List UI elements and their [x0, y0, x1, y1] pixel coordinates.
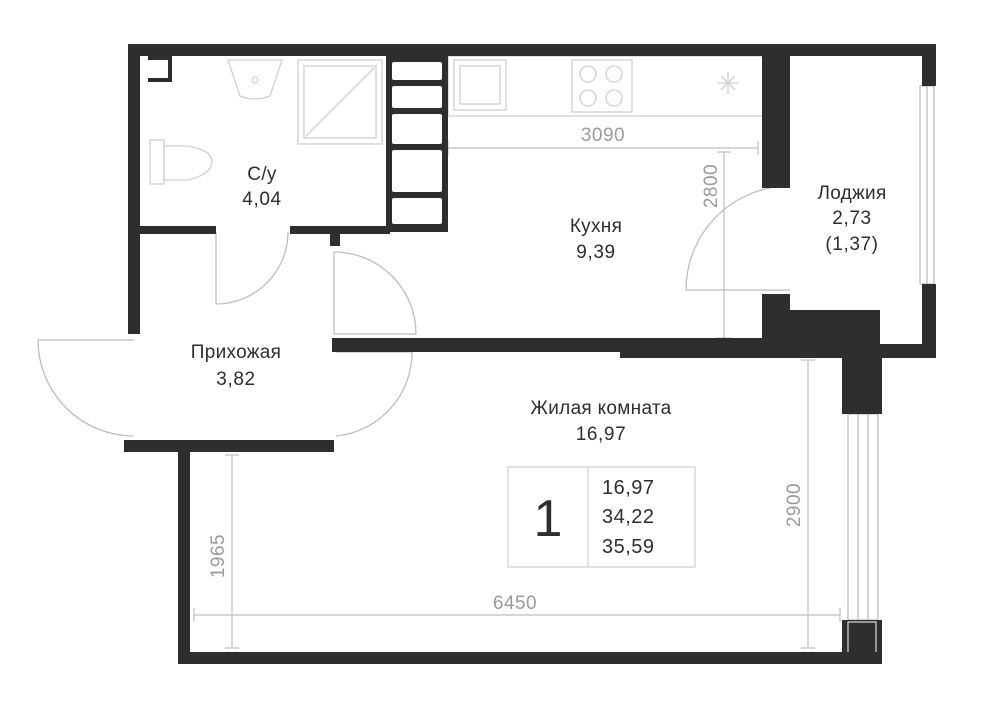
- summary-total-area-with-loggia: 35,59: [602, 536, 655, 558]
- summary-living-area: 16,97: [602, 477, 655, 499]
- dim-living-height: 1965: [208, 534, 229, 578]
- room-label-loggia: Лоджия 2,73 (1,37): [817, 183, 886, 255]
- room-label-bathroom: С/у 4,04: [242, 164, 281, 210]
- bathroom-fixtures: [149, 59, 383, 185]
- room-area: 16,97: [576, 424, 627, 445]
- room-area: 2,73: [832, 208, 871, 229]
- room-name: Лоджия: [817, 183, 886, 204]
- dim-kitchen-width: 3090: [581, 125, 625, 146]
- sink-icon: [227, 59, 283, 100]
- door-swings: [37, 185, 791, 437]
- room-area: 9,39: [576, 242, 615, 263]
- room-area-reduced: (1,37): [825, 234, 878, 255]
- sink-drain-icon: [251, 76, 259, 84]
- room-label-kitchen: Кухня 9,39: [570, 216, 622, 263]
- walls: [124, 44, 936, 664]
- kitchen-sink-icon: [453, 59, 507, 111]
- room-area: 4,04: [242, 189, 281, 210]
- toilet-bowl-icon: [163, 145, 213, 181]
- kitchen-fixtures: [447, 55, 769, 117]
- stove-icon: [571, 59, 633, 113]
- summary-box: 1 16,97 34,22 35,59: [507, 466, 696, 568]
- room-area: 3,82: [216, 369, 255, 390]
- rooms-count: 1: [534, 490, 563, 548]
- room-name: С/у: [247, 164, 277, 185]
- vent-icon: [718, 72, 738, 94]
- room-name: Жилая комната: [530, 398, 671, 419]
- room-name: Кухня: [570, 216, 622, 237]
- toilet-tank-icon: [149, 139, 165, 185]
- summary-total-area: 34,22: [602, 506, 655, 528]
- dim-kitchen-depth: 2800: [701, 164, 722, 208]
- dimension-lines: [193, 141, 841, 649]
- room-name: Прихожая: [191, 342, 281, 363]
- room-label-living: Жилая комната 16,97: [530, 398, 671, 445]
- kitchen-counter: [447, 55, 769, 117]
- dim-living-depth: 2900: [784, 483, 805, 527]
- room-label-hallway: Прихожая 3,82: [191, 342, 281, 390]
- living-window: [847, 413, 879, 621]
- dim-total-width: 6450: [493, 593, 537, 614]
- shower-tray-icon: [297, 59, 383, 145]
